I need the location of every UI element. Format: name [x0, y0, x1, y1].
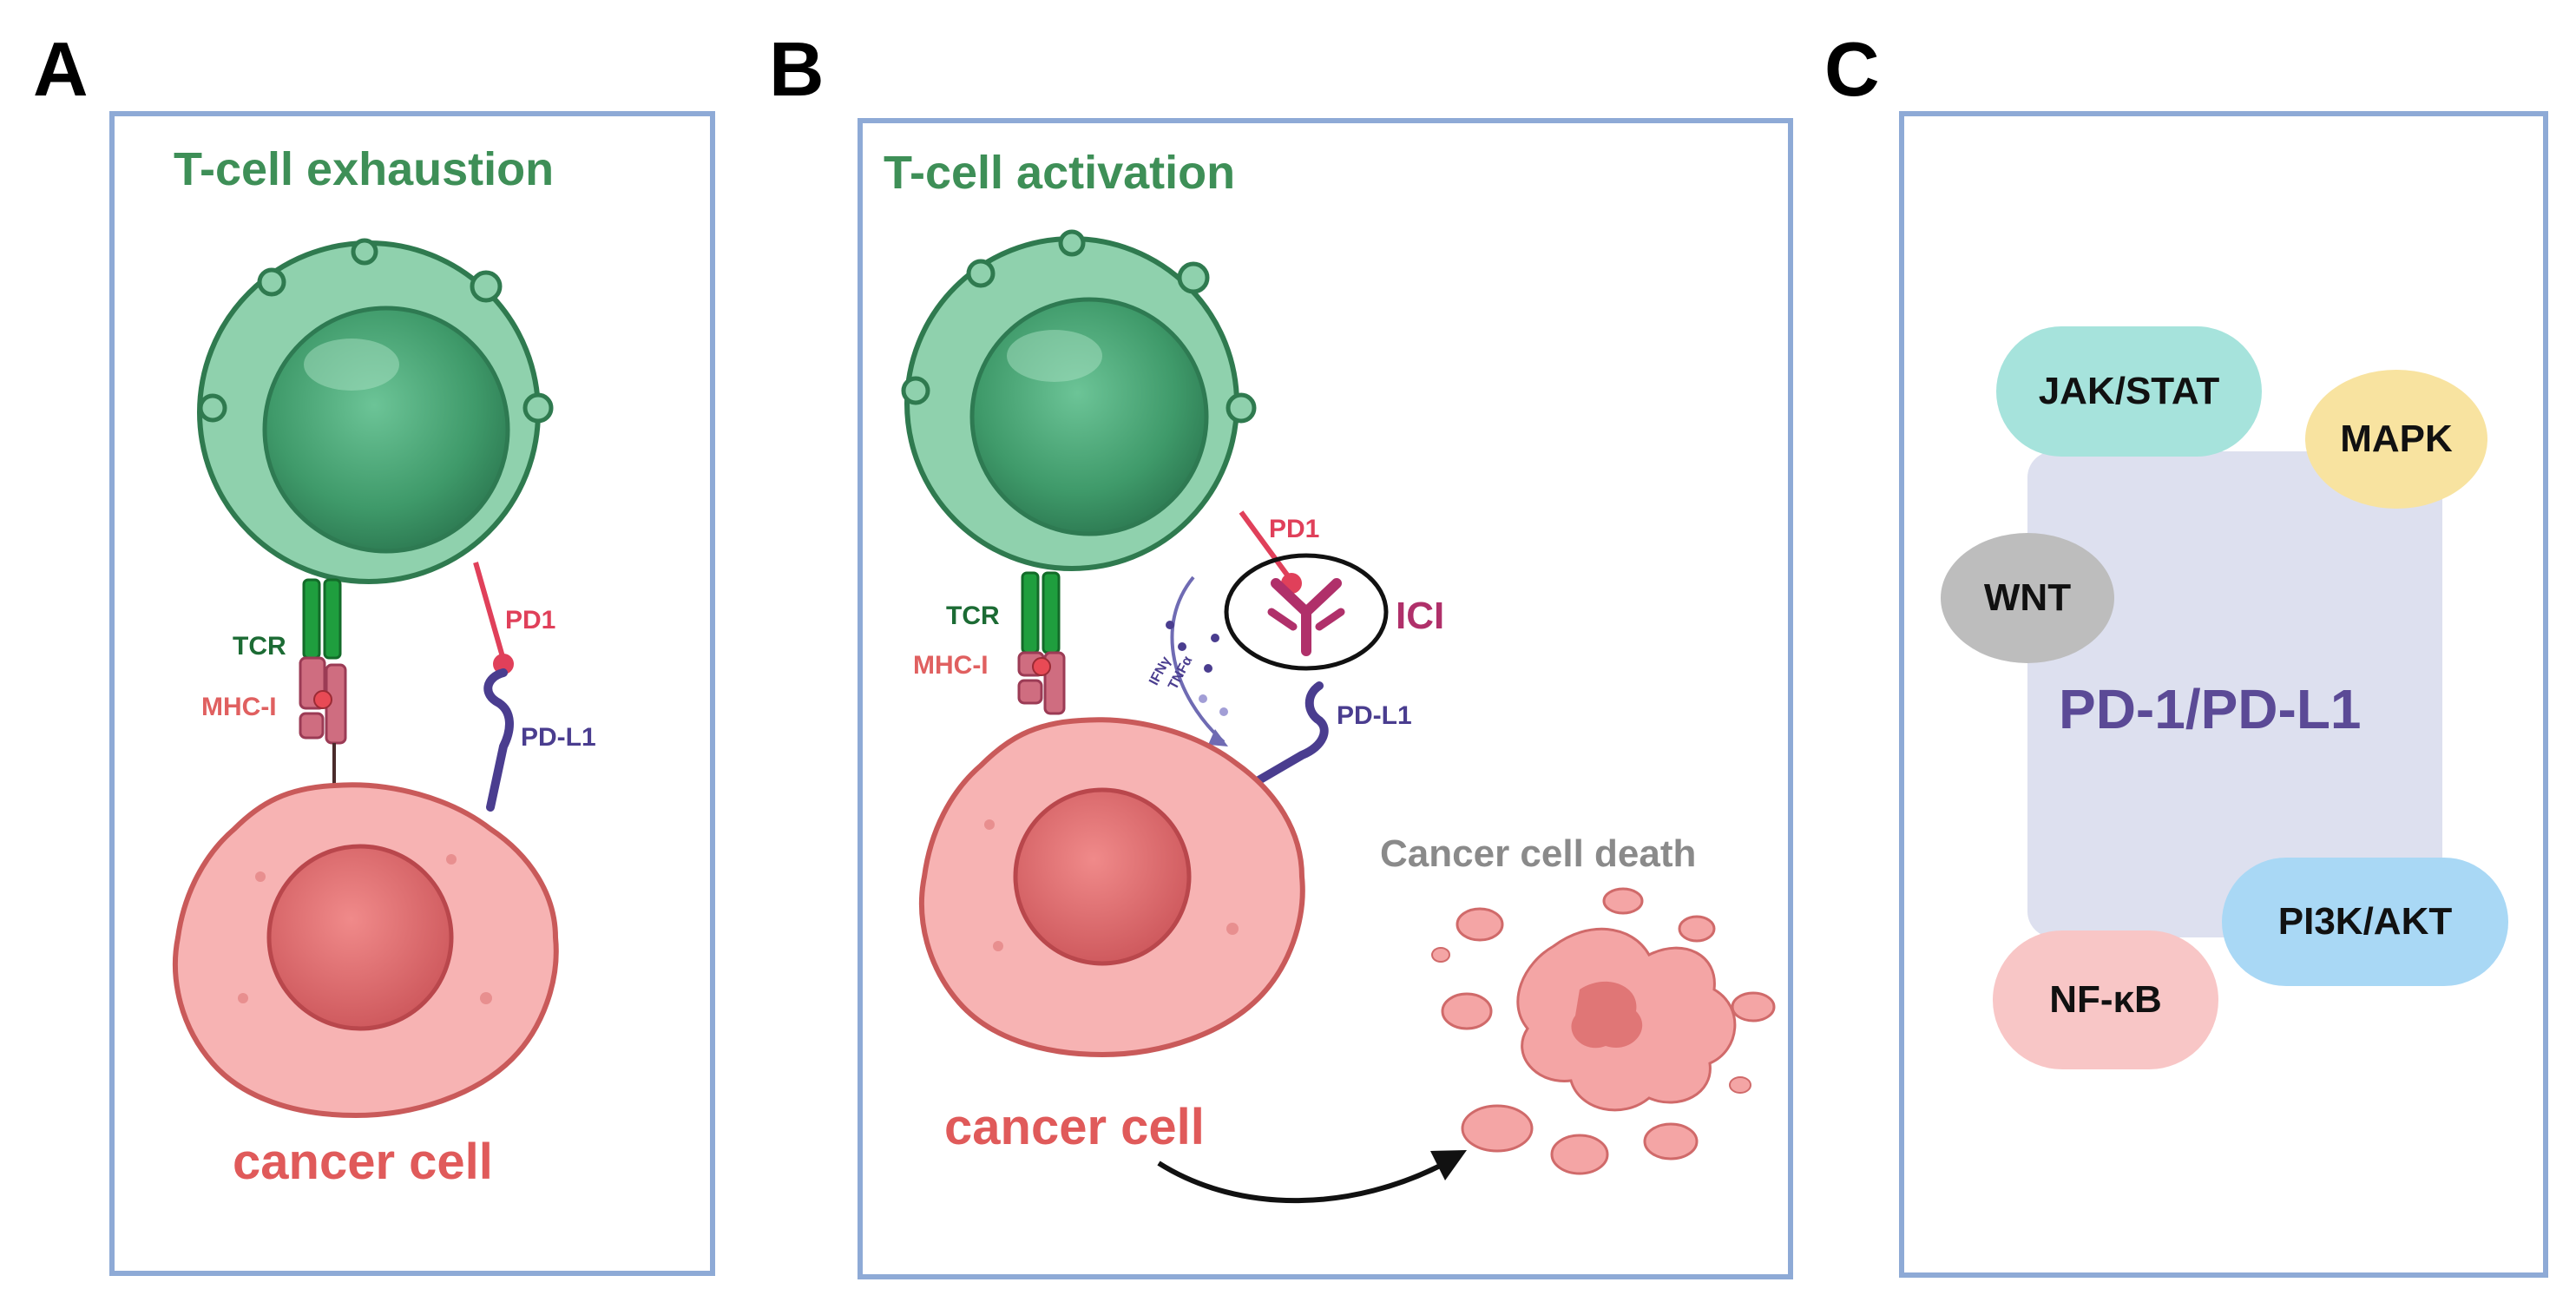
- pd1-pdl1-icon: [473, 562, 514, 812]
- center-label: PD-1/PD-L1: [2059, 678, 2362, 740]
- tcr-label-b: TCR: [946, 602, 1000, 630]
- mhc-icon: [1017, 651, 1066, 715]
- pdl1-label-a: PD-L1: [521, 723, 596, 752]
- tcr-icon: [302, 578, 342, 660]
- cancer-cell-debris-icon: [1431, 887, 1776, 1175]
- panel-b-frame: [858, 118, 1793, 1279]
- center-box: [2027, 451, 2442, 937]
- mhc-label-a: MHC-I: [201, 693, 277, 721]
- pd1-label-a: PD1: [505, 606, 556, 635]
- panel-a-frame: [109, 111, 715, 1276]
- cancer-death-label: Cancer cell death: [1380, 832, 1697, 875]
- panel-letter-a: A: [33, 26, 89, 112]
- cancer-label-b: cancer cell: [944, 1099, 1205, 1155]
- pdl1-label-b: PD-L1: [1337, 701, 1412, 730]
- mhc-label-b: MHC-I: [913, 651, 989, 680]
- t-cell-icon: [197, 238, 554, 584]
- panel-b-title: T-cell activation: [884, 147, 1236, 199]
- panel-a-title: T-cell exhaustion: [174, 143, 555, 195]
- pathway-mapk: MAPK: [2305, 370, 2487, 509]
- pathway-wnt: WNT: [1941, 533, 2114, 663]
- cancer-cell-icon: [173, 782, 559, 1119]
- ici-label: ICI: [1396, 595, 1445, 637]
- tcr-icon: [1021, 571, 1061, 654]
- tcr-label-a: TCR: [233, 632, 286, 661]
- death-arrow-icon: [1157, 1150, 1467, 1204]
- pathway-pi3k: PI3K/AKT: [2222, 858, 2508, 986]
- ici-antibody-icon: [1224, 553, 1389, 671]
- pathway-jakstat: JAK/STAT: [1996, 326, 2262, 457]
- pathway-nfkb: NF-κB: [1993, 930, 2218, 1069]
- cancer-cell-icon: [919, 717, 1305, 1058]
- cytokine-arrow-icon: [1166, 575, 1228, 746]
- t-cell-icon: [901, 229, 1257, 571]
- cancer-label-a: cancer cell: [233, 1134, 493, 1190]
- panel-c-frame: [1899, 111, 2548, 1278]
- panel-letter-b: B: [769, 26, 825, 112]
- pdl1-icon: [1245, 681, 1329, 790]
- mhc-icon: [299, 656, 347, 803]
- panel-letter-c: C: [1824, 26, 1880, 112]
- pd1-label-b: PD1: [1269, 515, 1320, 543]
